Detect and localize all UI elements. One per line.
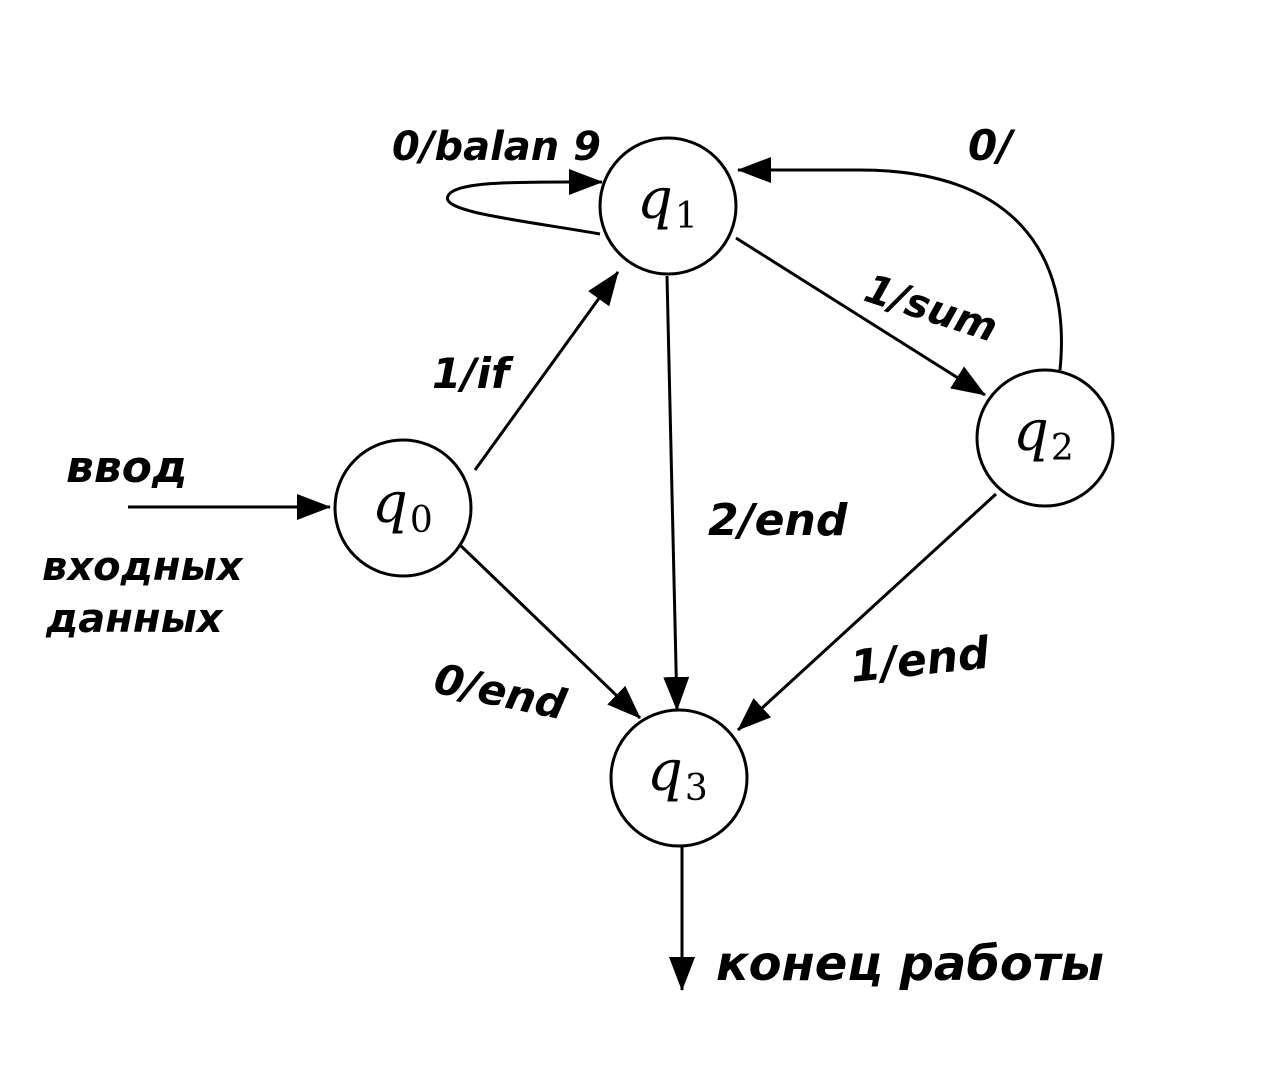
output-label: конец работы [716, 936, 1104, 992]
edge-q2-q3 [736, 492, 998, 732]
state-q3: q3 [609, 708, 749, 848]
input-label-line-1: ввод [66, 442, 187, 493]
state-q0: q0 [333, 438, 473, 578]
edge-q0-q1 [473, 271, 620, 471]
label-q1-self-loop: 0/balan 9 [392, 124, 601, 170]
input-label-line-2: входных [42, 544, 244, 590]
edge-q1-self-loop [446, 168, 603, 236]
svg-text:q0: q0 [372, 471, 433, 541]
input-label-line-3: данных [45, 596, 224, 642]
label-q1-q2: 1/sum [859, 266, 1003, 352]
svg-text:q2: q2 [1013, 399, 1074, 469]
label-q0-q1: 1/if [432, 349, 514, 398]
edge-q0-q3 [458, 543, 642, 720]
edge-q1-q2 [735, 236, 986, 397]
label-q0-q3: 0/end [430, 654, 571, 730]
edge-q2-q1 [737, 157, 1063, 371]
state-q2: q2 [975, 368, 1115, 508]
label-q2-q3: 1/end [848, 628, 992, 693]
svg-text:q3: q3 [647, 739, 708, 809]
label-q2-q1: 0/ [968, 121, 1016, 170]
state-q1: q1 [598, 136, 738, 276]
label-q1-q3: 2/end [708, 495, 848, 546]
edge-q1-q3 [663, 275, 690, 711]
svg-text:q1: q1 [637, 167, 698, 237]
